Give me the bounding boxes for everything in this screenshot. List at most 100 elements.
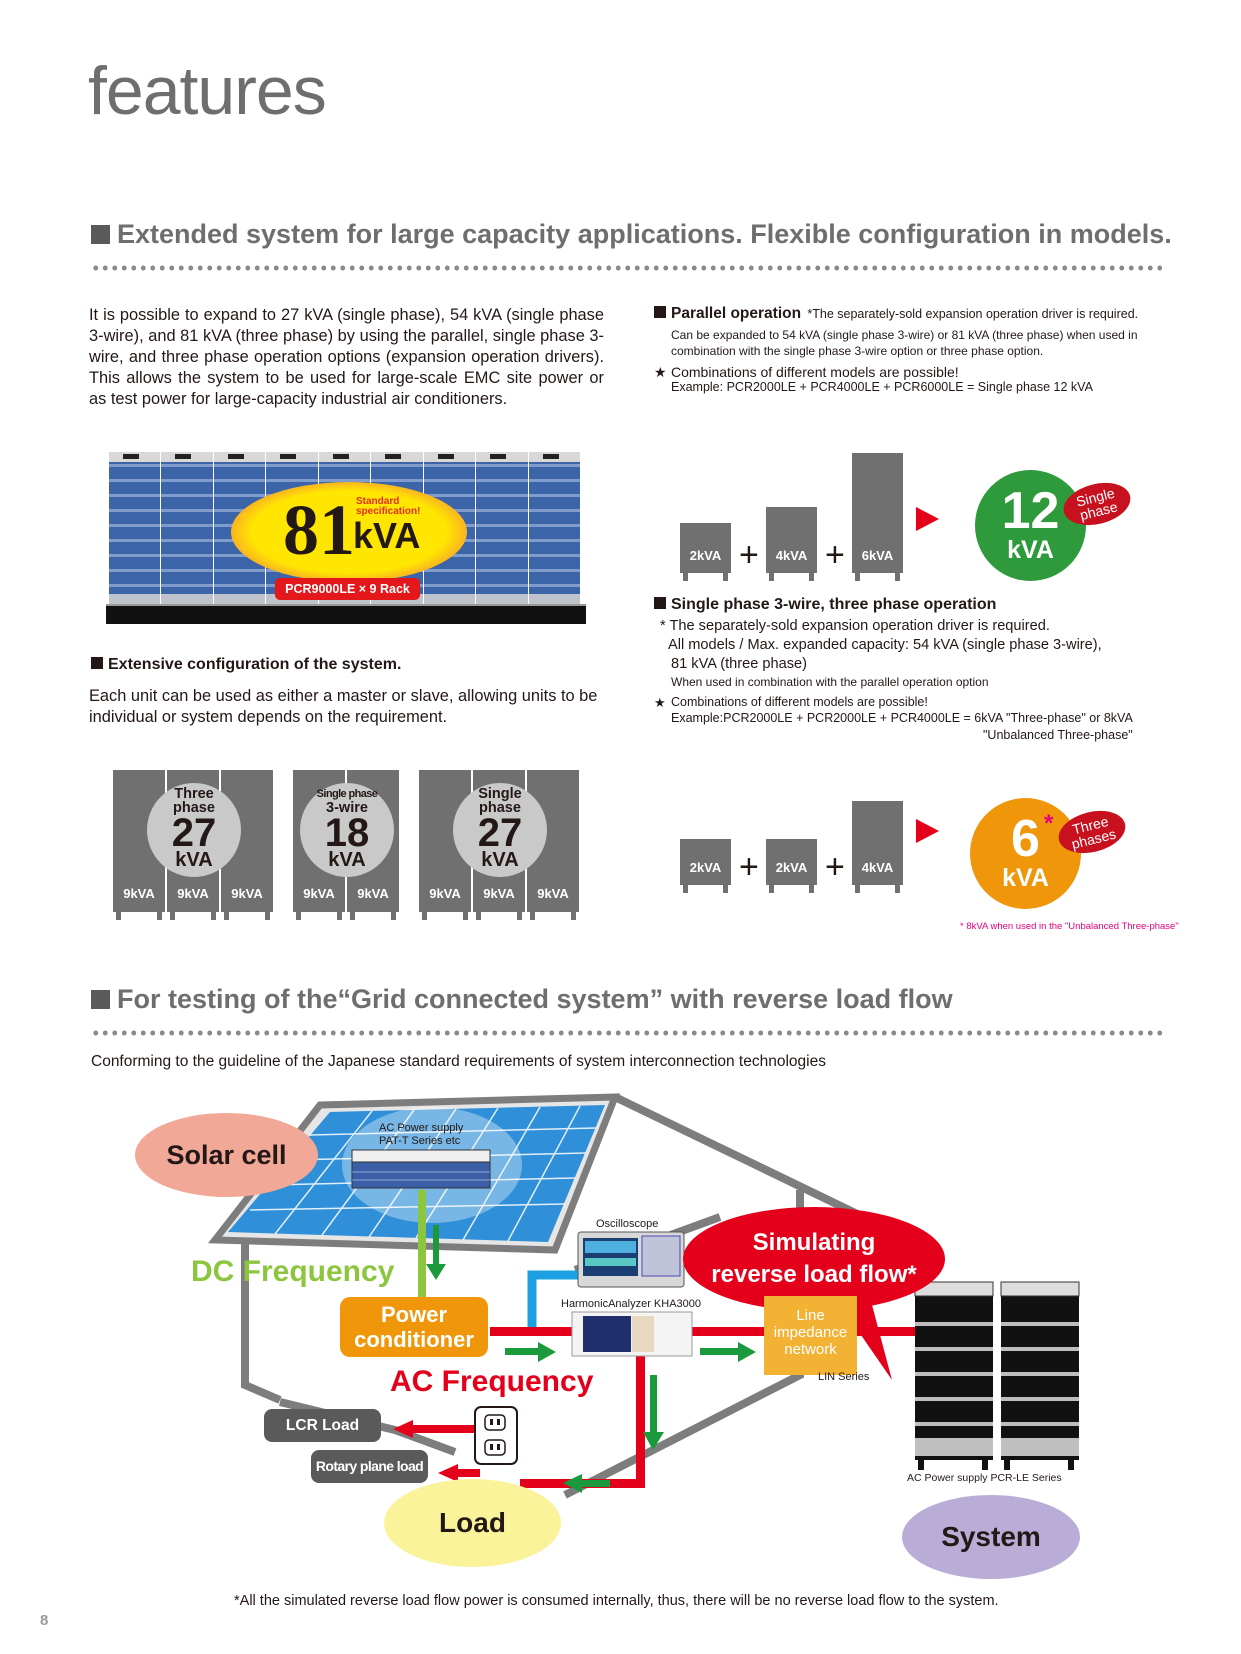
parallel-detail-1: Can be expanded to 54 kVA (single phase … — [671, 328, 1138, 342]
unit-label: 9kVA — [303, 886, 335, 901]
unit-leg — [170, 912, 175, 920]
flow-arrow-1 — [538, 1342, 556, 1362]
unit-leg — [530, 912, 535, 920]
capacity-line2: phase — [173, 800, 215, 816]
oscilloscope-caption: Oscilloscope — [596, 1218, 659, 1230]
rack-unit — [527, 452, 580, 604]
heading-square-icon — [91, 225, 110, 244]
plus-sign: + — [739, 848, 759, 886]
unit-box: 9kVA — [221, 770, 273, 920]
section2-subtitle: Conforming to the guideline of the Japan… — [91, 1053, 826, 1070]
roof-right — [613, 1093, 882, 1229]
dotted-divider — [91, 265, 1166, 271]
capacity-unit: kVA — [481, 849, 519, 871]
grid-connection-diagram: Solar cell AC Power supply PAT-T Series … — [0, 1080, 1241, 1590]
ac-line-main — [490, 1327, 915, 1336]
capacity-line1: Three — [174, 786, 214, 802]
capacity-badge — [231, 482, 467, 582]
dc-frequency-label: DC Frequency — [191, 1255, 395, 1288]
result-unit: kVA — [1002, 864, 1049, 892]
power-conditioner-line1: Power — [380, 1302, 448, 1327]
diagram-footnote: *All the simulated reverse load flow pow… — [234, 1593, 999, 1609]
extensive-paragraph: Each unit can be used as either a master… — [89, 687, 598, 726]
line-impedance-line2: impedance — [773, 1324, 848, 1341]
unit-label: 9kVA — [357, 886, 389, 901]
unit-box: 6kVA — [852, 453, 903, 581]
unit-leg — [723, 573, 728, 581]
plus-sign: + — [825, 848, 845, 886]
unit-leg — [337, 912, 342, 920]
capacity-line1: Single phase — [316, 788, 378, 800]
unit-leg — [211, 912, 216, 920]
parallel-star-icon: ★ — [654, 364, 667, 380]
lcr-load-box: LCR Load — [264, 1409, 381, 1442]
result-value: 6 — [1011, 810, 1040, 868]
threephase-line4: When used in combination with the parall… — [671, 675, 989, 689]
rack-base — [106, 604, 586, 624]
dc-line — [418, 1190, 426, 1310]
unit-leg — [809, 885, 814, 893]
unit-label: 9kVA — [483, 886, 515, 901]
threephase-heading-text: Single phase 3-wire, three phase operati… — [671, 596, 997, 613]
unit-leg — [723, 885, 728, 893]
threephase-heading: Single phase 3-wire, three phase operati… — [654, 596, 996, 614]
oscilloscope-line — [527, 1270, 578, 1330]
unit-label: 9kVA — [177, 886, 209, 901]
plus-sign: + — [739, 536, 759, 574]
unit-label: 9kVA — [123, 886, 155, 901]
unit-label: 2kVA — [689, 860, 722, 875]
result-value: 12 — [1001, 482, 1060, 540]
parallel-detail-2: combination with the single phase 3-wire… — [671, 344, 1044, 358]
ac-supply-caption-1: AC Power supply — [379, 1122, 464, 1134]
lcr-line — [410, 1425, 480, 1433]
threephase-line2: All models / Max. expanded capacity: 54 … — [668, 637, 1102, 653]
diagram-lines — [208, 1093, 1080, 1499]
unit-leg — [855, 573, 860, 581]
unit-leg — [683, 885, 688, 893]
harmonic-analyzer-caption: HarmonicAnalyzer KHA3000 — [561, 1298, 702, 1310]
line-impedance-line3: network — [784, 1341, 837, 1358]
unit-leg — [683, 573, 688, 581]
heading-square-icon — [91, 990, 110, 1009]
unit-label: 6kVA — [861, 548, 894, 563]
parallel-heading-text: Parallel operation — [671, 305, 802, 322]
unit-leg — [476, 912, 481, 920]
rack-unit — [108, 452, 161, 604]
parallel-example: Example: PCR2000LE + PCR4000LE + PCR6000… — [671, 380, 1093, 394]
unit-leg — [157, 912, 162, 920]
unit-leg — [517, 912, 522, 920]
capacity-unit: kVA — [328, 849, 366, 871]
page-number: 8 — [40, 1612, 49, 1629]
parallel-note: *The separately-sold expansion operation… — [807, 307, 1139, 321]
rack-model-label: PCR9000LE × 9 Rack — [275, 578, 420, 600]
dc-flow-arrow — [426, 1264, 446, 1280]
heading-square-icon — [654, 306, 666, 318]
capacity-line1: Single — [478, 786, 522, 802]
unit-leg — [769, 573, 774, 581]
parallel-heading: Parallel operation *The separately-sold … — [654, 305, 1138, 323]
rotary-arrow — [438, 1464, 458, 1482]
unit-box: 2kVA — [766, 839, 817, 893]
parallel-combo: Combinations of different models are pos… — [671, 364, 959, 380]
result-asterisk: * — [1044, 810, 1054, 837]
section-heading-text: Extended system for large capacity appli… — [117, 219, 1172, 249]
simulating-line2: reverse load flow* — [711, 1261, 917, 1288]
unit-leg — [116, 912, 121, 920]
capacity-value: 81 — [283, 490, 355, 570]
unit-leg — [895, 573, 900, 581]
extensive-heading: Extensive configuration of the system. — [91, 656, 401, 674]
section-heading-extended: Extended system for large capacity appli… — [91, 219, 1172, 250]
ac-frequency-label: AC Frequency — [390, 1365, 594, 1398]
heading-square-icon — [654, 597, 666, 609]
unit-label: 4kVA — [861, 860, 894, 875]
system-bubble: System — [902, 1495, 1080, 1579]
unit-label: 2kVA — [775, 860, 808, 875]
unit-leg — [809, 573, 814, 581]
line-impedance-line1: Line — [796, 1307, 825, 1324]
lin-series-caption: LIN Series — [818, 1371, 870, 1383]
